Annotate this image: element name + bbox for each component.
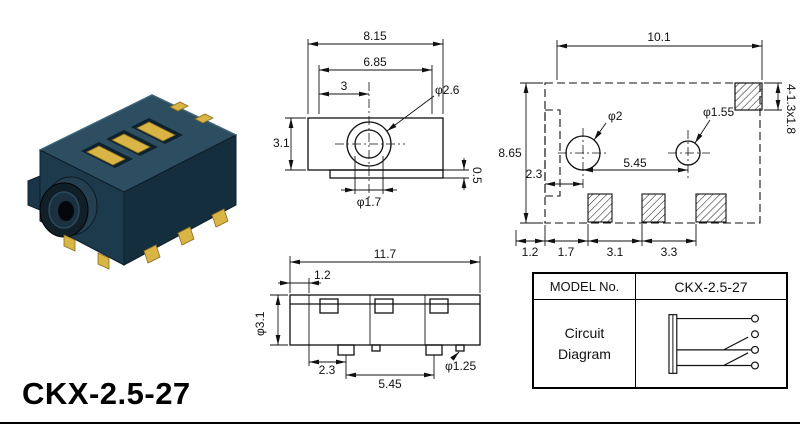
top-view: 10.1 8.65 φ2 φ1.55 5.45 2.3 4-1.3x1.8 (498, 30, 798, 259)
model-no-value-cell: CKX-2.5-27 (636, 274, 786, 300)
dim-top-pad-2: 1.7 (558, 245, 575, 259)
corner-pad (734, 82, 763, 111)
dim-front-total-width: 8.15 (363, 29, 387, 43)
gold-pins (63, 208, 229, 270)
dim-top-pad-spec: 4-1.3x1.8 (784, 84, 798, 134)
dim-top-hole-right: φ1.55 (703, 105, 734, 119)
dim-top-pitch: 5.45 (623, 156, 647, 170)
circuit-label: Circuit Diagram (558, 324, 611, 362)
dim-top-pad-4: 3.3 (661, 245, 678, 259)
connector-body (27, 94, 238, 270)
side-view: 11.7 1.2 φ3.1 2.3 5.45 φ1.25 (253, 247, 481, 391)
dim-side-leg-offset: 2.3 (319, 363, 336, 377)
spec-table: MODEL No. CKX-2.5-27 Circuit Diagram (532, 272, 788, 389)
circuit-diagram (668, 313, 759, 374)
dim-front-hole-inner: φ1.7 (357, 195, 382, 209)
front-view-body (307, 82, 444, 200)
jack-barrel (39, 176, 98, 238)
dim-top-hole-left: φ2 (608, 109, 623, 123)
dim-top-total-width: 10.1 (647, 30, 671, 44)
dim-front-height: 3.1 (273, 136, 290, 150)
dim-side-barrel: φ3.1 (253, 311, 267, 336)
front-view-dimensions: 8.15 6.85 3 φ2.6 3.1 φ1.7 (273, 29, 484, 209)
top-view-dimensions: 10.1 8.65 φ2 φ1.55 5.45 2.3 4-1.3x1.8 (498, 30, 798, 259)
product-photo (27, 94, 238, 270)
dim-top-pad-1: 1.2 (522, 245, 539, 259)
dim-side-total-width: 11.7 (374, 247, 397, 261)
top-view-body (544, 82, 763, 224)
model-no-label-cell: MODEL No. (534, 274, 636, 300)
circuit-cell (636, 300, 786, 387)
dim-side-flange: 1.2 (314, 268, 331, 282)
dim-front-inner-width: 6.85 (363, 55, 387, 69)
gold-contacts-top (86, 101, 214, 166)
side-legs (337, 344, 465, 356)
dim-side-leg-pitch: 5.45 (378, 377, 402, 391)
dim-front-step: 0.5 (470, 167, 484, 184)
front-view: 8.15 6.85 3 φ2.6 3.1 φ1.7 (273, 29, 484, 209)
side-view-dimensions: 11.7 1.2 φ3.1 2.3 5.45 φ1.25 (253, 247, 481, 391)
side-view-body (289, 294, 481, 356)
dim-top-pad-3: 3.1 (607, 245, 624, 259)
model-number-text: CKX-2.5-27 (22, 376, 191, 411)
dim-side-pin: φ1.25 (445, 359, 476, 373)
circuit-label-cell: Circuit Diagram (534, 300, 636, 387)
dim-front-hole-outer: φ2.6 (435, 83, 460, 97)
dim-top-edge-offset: 2.3 (526, 167, 543, 181)
bottom-pads (587, 193, 727, 223)
dim-front-offset: 3 (341, 79, 348, 93)
dim-top-total-height: 8.65 (498, 146, 522, 160)
